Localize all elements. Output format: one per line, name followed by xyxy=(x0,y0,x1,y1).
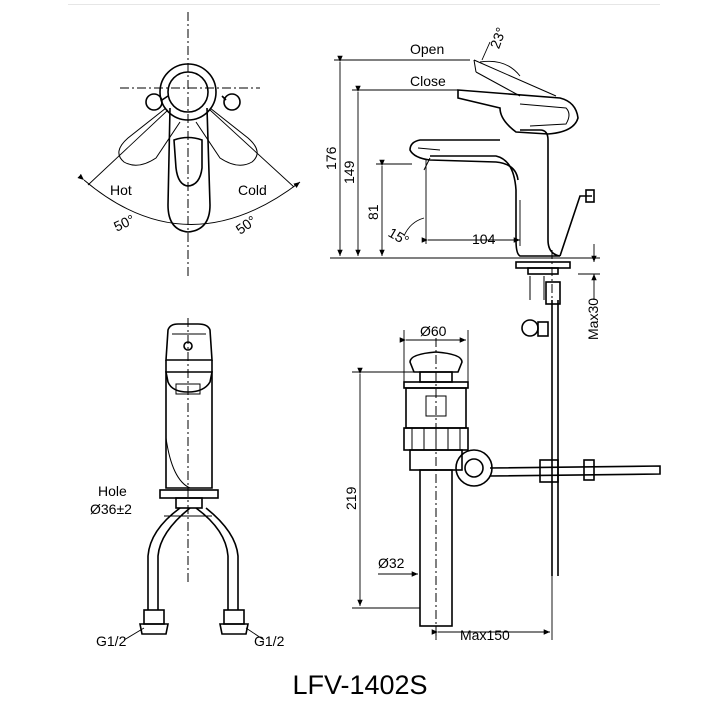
length-label: 219 xyxy=(343,486,359,510)
max-reach-label: Max150 xyxy=(460,627,510,643)
model-title: LFV-1402S xyxy=(292,670,427,700)
angle-right-label: 50° xyxy=(233,212,260,237)
inlet-right-label: G1/2 xyxy=(254,633,285,649)
angle-left-label: 50° xyxy=(111,211,137,234)
cold-label: Cold xyxy=(238,182,267,198)
inlet-left-label: G1/2 xyxy=(96,633,127,649)
spout-angle-label: 15° xyxy=(386,224,412,248)
max-thickness-label: Max30 xyxy=(585,298,601,340)
height-spout-label: 81 xyxy=(365,204,381,220)
open-label: Open xyxy=(410,41,444,57)
spout-reach-label: 104 xyxy=(472,231,496,247)
top-diameter-label: Ø60 xyxy=(420,323,447,339)
hole-diameter-label: Ø36±2 xyxy=(90,501,132,517)
hot-label: Hot xyxy=(110,182,132,198)
close-label: Close xyxy=(410,73,446,89)
open-angle-label: 23° xyxy=(487,25,509,50)
side-view: Open Close 23° 176 149 81 15° 104 Max30 xyxy=(323,25,601,340)
height-handle-label: 149 xyxy=(341,160,357,184)
front-view: Hole Ø36±2 G1/2 G1/2 xyxy=(90,318,285,649)
top-border-line xyxy=(68,4,660,5)
drain-view: Ø60 219 Ø32 Max150 xyxy=(343,300,661,643)
hole-label: Hole xyxy=(98,483,127,499)
pipe-diameter-label: Ø32 xyxy=(378,555,405,571)
height-total-label: 176 xyxy=(323,146,339,170)
top-view: Hot Cold 50° 50° xyxy=(77,12,301,276)
